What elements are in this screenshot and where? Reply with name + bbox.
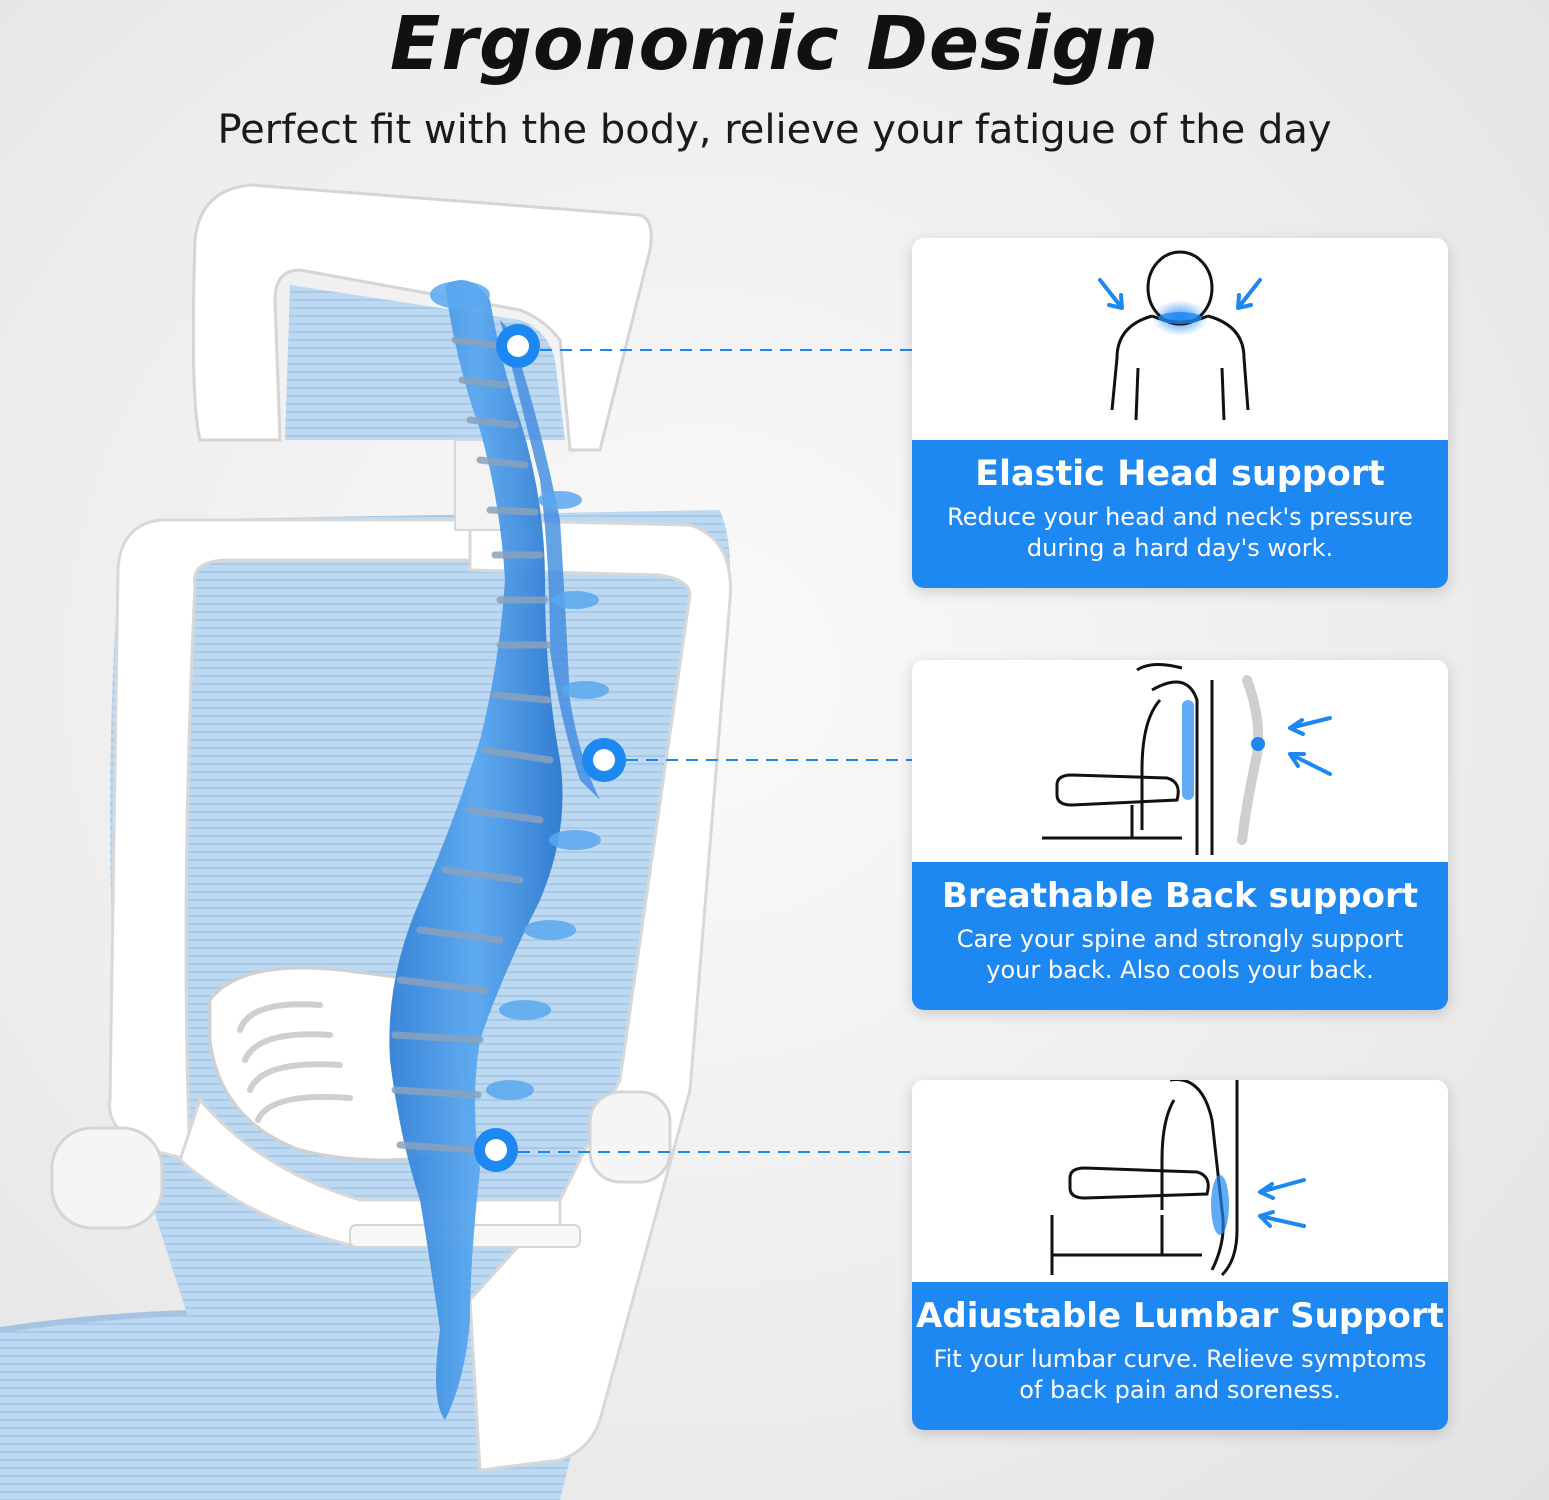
- feature-description: Reduce your head and neck's pressure dur…: [947, 503, 1413, 562]
- chair-headrest: [191, 183, 653, 531]
- feature-card-back-support: Breathable Back support Care your spine …: [912, 660, 1448, 1010]
- feature-heading: Breathable Back support: [942, 876, 1418, 916]
- feature-band: Adiustable Lumbar Support Fit your lumba…: [912, 1282, 1448, 1430]
- feature-card-lumbar-support: Adiustable Lumbar Support Fit your lumba…: [912, 1080, 1448, 1430]
- feature-heading: Adiustable Lumbar Support: [916, 1296, 1444, 1336]
- feature-band: Breathable Back support Care your spine …: [912, 862, 1448, 1010]
- head-neck-pressure-icon: [1098, 250, 1262, 421]
- page-title: Ergonomic Design: [389, 1, 1160, 87]
- feature-description: Care your spine and strongly support you…: [956, 925, 1404, 984]
- feature-heading: Elastic Head support: [975, 454, 1385, 494]
- lumbar-support-chair-icon: [1050, 1080, 1306, 1277]
- callout-lumbar: [474, 1128, 912, 1172]
- callout-back: [582, 738, 912, 782]
- page-subtitle: Perfect fit with the body, relieve your …: [217, 107, 1332, 153]
- callout-head: [496, 324, 912, 368]
- spine-illustration: [389, 280, 609, 1420]
- back-support-chair-icon: [1042, 663, 1332, 855]
- feature-card-head-support: Elastic Head support Reduce your head an…: [912, 238, 1448, 588]
- feature-band: Elastic Head support Reduce your head an…: [912, 440, 1448, 588]
- feature-description: Fit your lumbar curve. Relieve symptoms …: [933, 1345, 1427, 1404]
